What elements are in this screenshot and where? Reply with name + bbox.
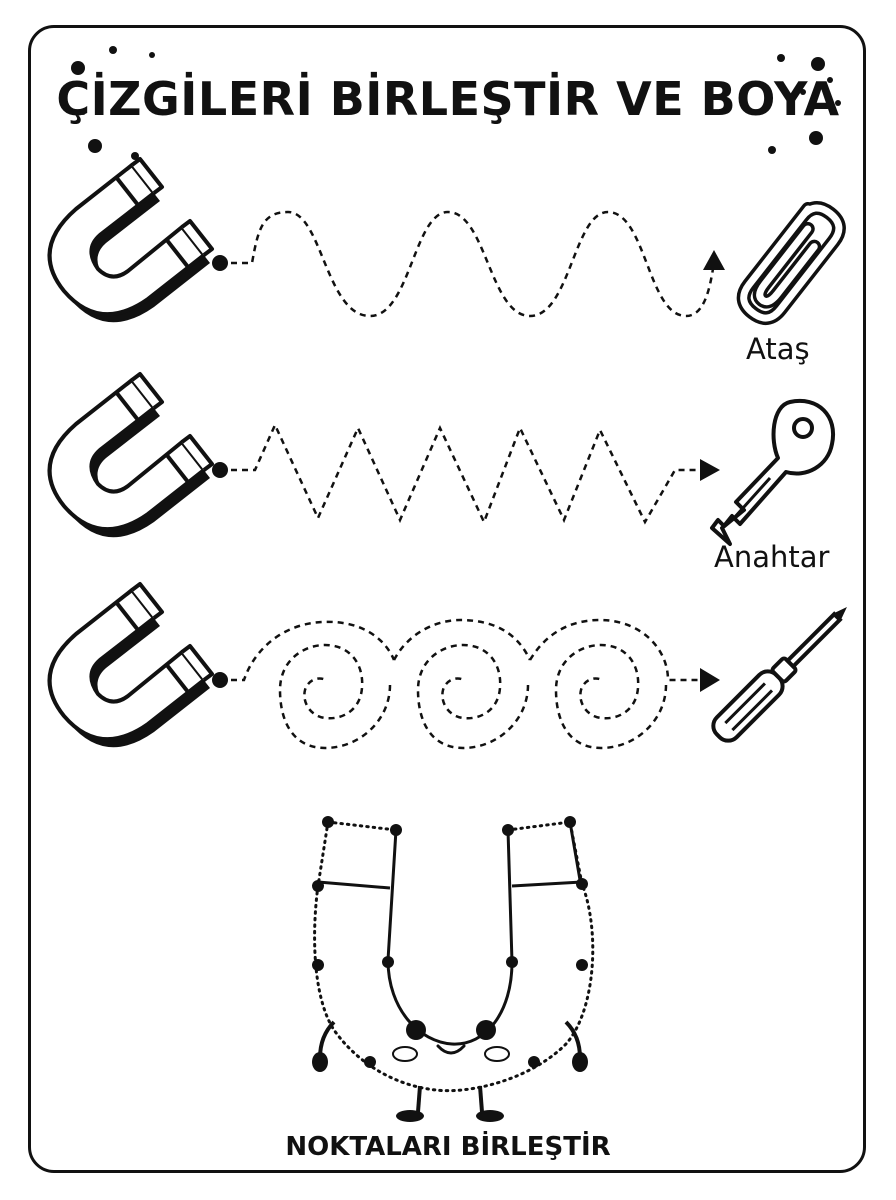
worksheet-title: ÇİZGİLERİ BİRLEŞTİR VE BOYA	[56, 72, 840, 126]
zigzag-trace-path[interactable]	[220, 421, 702, 526]
arrow-icon	[703, 250, 725, 270]
key-icon	[710, 398, 836, 546]
arrow-icon	[700, 459, 720, 481]
worksheet-frame	[28, 25, 866, 1173]
wave-trace-path[interactable]	[220, 210, 716, 318]
magnet-eye	[476, 1020, 496, 1040]
magnet-icon	[47, 372, 214, 540]
connect-dots-caption: NOKTALARI BİRLEŞTİR	[285, 1132, 611, 1162]
paperclip-label: Ataş	[746, 332, 810, 366]
paperclip-icon	[736, 201, 846, 325]
magnet-icon	[47, 157, 214, 325]
arrow-icon	[700, 668, 720, 692]
connect-dots-magnet[interactable]	[312, 816, 595, 1122]
magnet-icon	[47, 582, 214, 750]
magnet-eye	[406, 1020, 426, 1040]
title-decoration-dots	[60, 46, 841, 160]
spiral-trace-path[interactable]	[220, 618, 706, 750]
screwdriver-icon	[711, 607, 847, 743]
key-label: Anahtar	[714, 540, 830, 574]
magnet-smile	[436, 1044, 466, 1055]
